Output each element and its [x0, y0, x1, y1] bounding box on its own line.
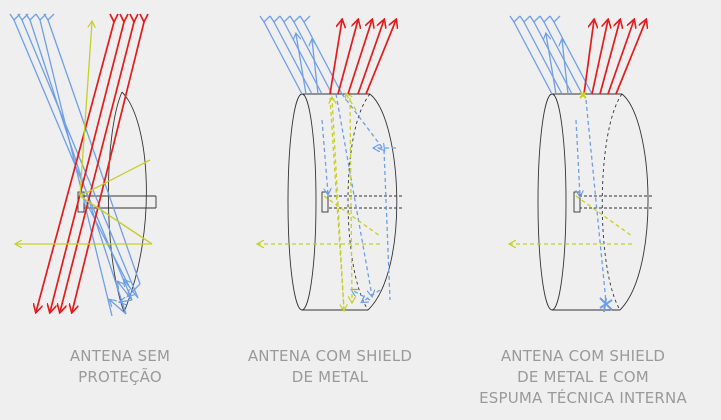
caption-line: ANTENA SEM [69, 347, 171, 365]
outgoing-signals [36, 13, 149, 312]
incoming-waves [509, 15, 613, 313]
caption-unshielded: ANTENA SEM PROTEÇÃO [0, 346, 240, 388]
panel-unshielded-antenna [9, 13, 157, 317]
incoming-waves [9, 13, 141, 317]
caption-line: DE METAL [291, 368, 369, 386]
reflected-rays [258, 94, 381, 310]
caption-line: ANTENA COM SHIELD [247, 347, 413, 365]
panel-shield-foam-antenna [509, 15, 654, 313]
incoming-waves [259, 15, 396, 302]
caption-line: ESPUMA TÉCNICA INTERNA [479, 389, 687, 407]
outgoing-signals [329, 20, 396, 95]
caption-line: DE METAL E COM [517, 368, 649, 386]
panel-metal-shield-antenna [258, 15, 402, 311]
reflected-rays [510, 91, 633, 244]
shield-cylinder [287, 93, 402, 311]
caption-metal-shield: ANTENA COM SHIELD DE METAL [210, 346, 450, 388]
caption-line: PROTEÇÃO [78, 368, 162, 386]
caption-shield-foam: ANTENA COM SHIELD DE METAL E COM ESPUMA … [463, 346, 703, 409]
shield-cylinder [537, 93, 654, 311]
caption-line: ANTENA COM SHIELD [500, 347, 666, 365]
reflected-rays [16, 22, 153, 244]
outgoing-signals [583, 20, 646, 95]
